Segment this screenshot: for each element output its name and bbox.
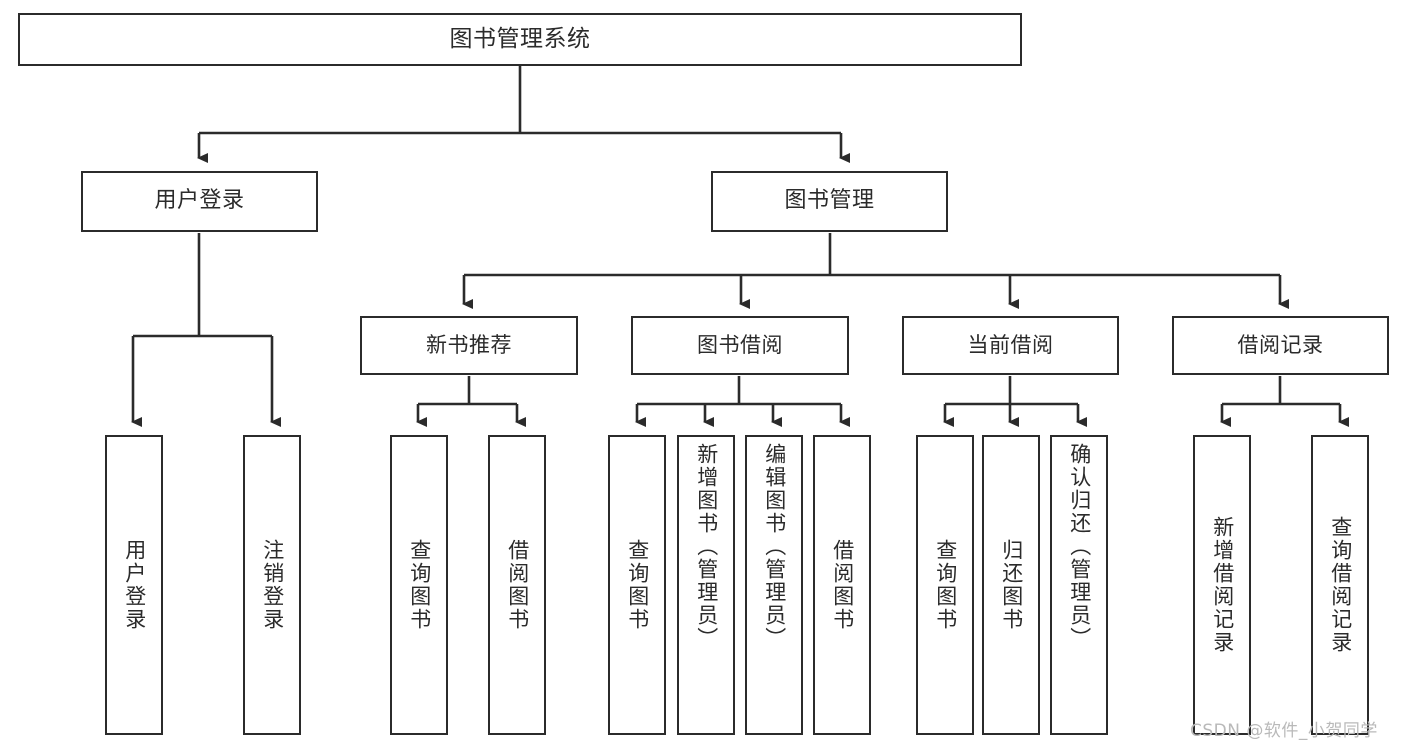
node-book-borrow-label: 图书借阅 <box>697 332 783 357</box>
node-book-management-label: 图书管理 <box>784 188 875 214</box>
node-leaf-query-record-label: 查询借阅记录 <box>1328 516 1353 654</box>
node-leaf-query-book-2-label: 查询图书 <box>625 539 650 631</box>
node-leaf-query-book-3[interactable]: 查询图书 <box>916 435 974 735</box>
node-leaf-query-book-3-label: 查询图书 <box>933 539 958 631</box>
node-leaf-logout[interactable]: 注销登录 <box>243 435 301 735</box>
node-leaf-borrow-book-1[interactable]: 借阅图书 <box>488 435 546 735</box>
node-leaf-query-book-2[interactable]: 查询图书 <box>608 435 666 735</box>
node-leaf-add-book[interactable]: 新增图书（管理员） <box>677 435 735 735</box>
node-new-book-recommend[interactable]: 新书推荐 <box>360 316 578 375</box>
node-borrow-record-label: 借阅记录 <box>1237 332 1324 357</box>
node-leaf-edit-book-label: 编辑图书（管理员） <box>762 443 787 650</box>
node-current-borrow[interactable]: 当前借阅 <box>902 316 1119 375</box>
node-new-book-recommend-label: 新书推荐 <box>426 332 512 357</box>
node-root-label: 图书管理系统 <box>449 25 591 52</box>
node-leaf-confirm-return-label: 确认归还（管理员） <box>1067 443 1092 650</box>
node-leaf-query-record[interactable]: 查询借阅记录 <box>1311 435 1369 735</box>
node-user-login-label: 用户登录 <box>154 188 245 214</box>
node-root[interactable]: 图书管理系统 <box>18 13 1022 66</box>
node-book-borrow[interactable]: 图书借阅 <box>631 316 849 375</box>
node-leaf-add-record[interactable]: 新增借阅记录 <box>1193 435 1251 735</box>
node-leaf-query-book-1-label: 查询图书 <box>407 539 432 631</box>
node-leaf-return-book-label: 归还图书 <box>999 539 1024 631</box>
node-leaf-borrow-book-2[interactable]: 借阅图书 <box>813 435 871 735</box>
node-leaf-add-record-label: 新增借阅记录 <box>1210 516 1235 654</box>
node-leaf-borrow-book-2-label: 借阅图书 <box>830 539 855 631</box>
node-leaf-logout-label: 注销登录 <box>260 539 285 631</box>
node-leaf-return-book[interactable]: 归还图书 <box>982 435 1040 735</box>
node-leaf-user-login[interactable]: 用户登录 <box>105 435 163 735</box>
node-leaf-user-login-label: 用户登录 <box>122 539 147 631</box>
node-leaf-add-book-label: 新增图书（管理员） <box>694 443 719 650</box>
node-leaf-borrow-book-1-label: 借阅图书 <box>505 539 530 631</box>
node-user-login[interactable]: 用户登录 <box>81 171 318 232</box>
node-current-borrow-label: 当前借阅 <box>967 332 1054 357</box>
node-leaf-confirm-return[interactable]: 确认归还（管理员） <box>1050 435 1108 735</box>
csdn-watermark: CSDN @软件_小贺同学 <box>1190 721 1378 741</box>
node-leaf-edit-book[interactable]: 编辑图书（管理员） <box>745 435 803 735</box>
node-borrow-record[interactable]: 借阅记录 <box>1172 316 1389 375</box>
node-book-management[interactable]: 图书管理 <box>711 171 948 232</box>
node-leaf-query-book-1[interactable]: 查询图书 <box>390 435 448 735</box>
